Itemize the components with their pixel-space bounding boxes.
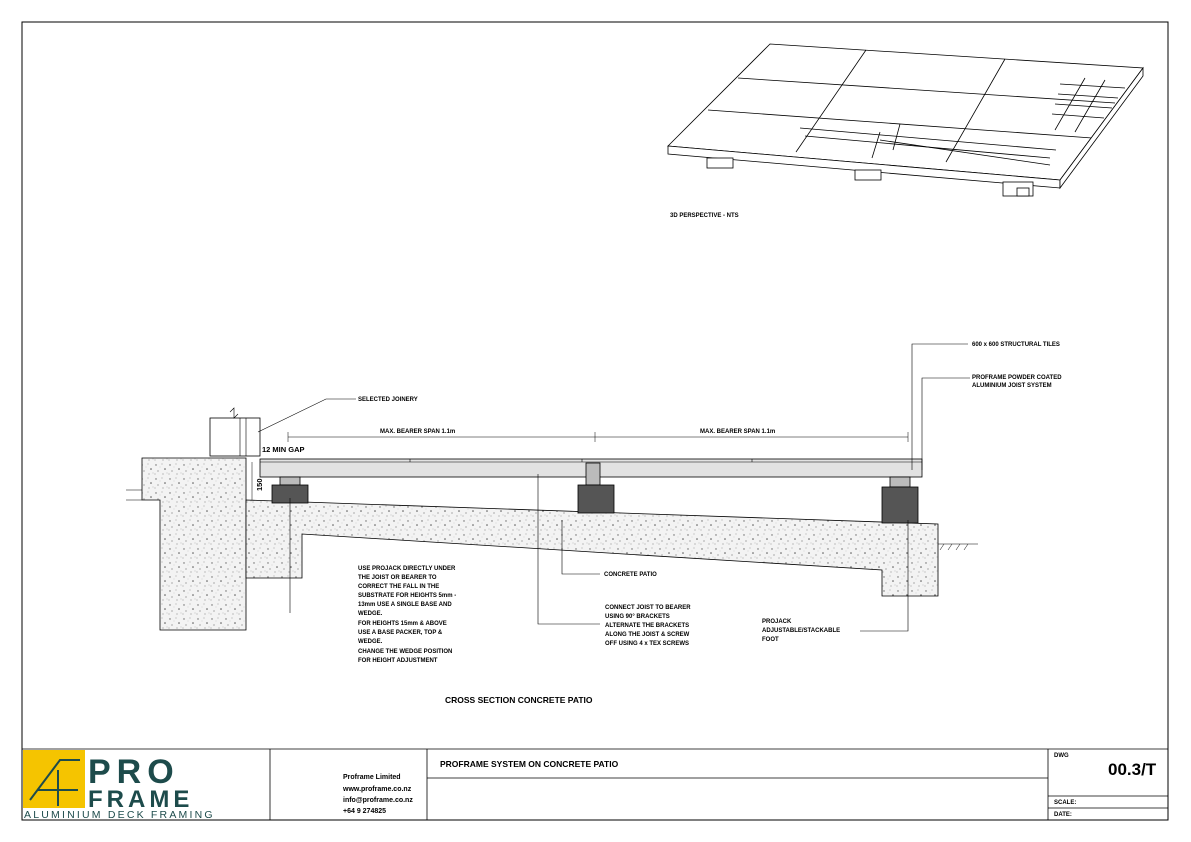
svg-text:13mm USE A SINGLE BASE AND: 13mm USE A SINGLE BASE AND (358, 602, 452, 608)
svg-text:ADJUSTABLE/STACKABLE: ADJUSTABLE/STACKABLE (762, 628, 840, 634)
svg-text:SUBSTRATE FOR HEIGHTS 5mm -: SUBSTRATE FOR HEIGHTS 5mm - (358, 593, 456, 599)
concrete-patio-label: CONCRETE PATIO (604, 572, 657, 578)
perspective-caption: 3D PERSPECTIVE - NTS (670, 213, 739, 219)
span-1-dimension: MAX. BEARER SPAN 1.1m (380, 429, 455, 435)
company-name: Proframe Limited (343, 774, 401, 781)
svg-text:OFF USING 4 x TEX SCREWS: OFF USING 4 x TEX SCREWS (605, 641, 689, 647)
logo-yellow-block (23, 750, 85, 808)
svg-text:USING 90° BRACKETS: USING 90° BRACKETS (605, 614, 670, 620)
height-dimension: 150 (255, 478, 264, 491)
date-label: DATE: (1054, 812, 1072, 818)
dwg-number: 00.3/T (1108, 760, 1157, 779)
scale-label: SCALE: (1054, 800, 1076, 806)
projack-middle (577, 462, 615, 514)
drawing-title: PROFRAME SYSTEM ON CONCRETE PATIO (440, 759, 619, 769)
cross-section: MAX. BEARER SPAN 1.1m MAX. BEARER SPAN 1… (126, 342, 1062, 664)
svg-text:FOR HEIGHT ADJUSTMENT: FOR HEIGHT ADJUSTMENT (358, 658, 438, 664)
existing-wall (141, 457, 247, 631)
logo-word-pro: PRO (88, 753, 180, 791)
gap-dimension: 12 MIN GAP (262, 445, 305, 454)
title-block (22, 748, 1168, 820)
section-caption: CROSS SECTION CONCRETE PATIO (445, 695, 593, 705)
joist-system-label-1: PROFRAME POWDER COATED (972, 375, 1062, 381)
svg-text:FOR HEIGHTS 15mm & ABOVE: FOR HEIGHTS 15mm & ABOVE (358, 621, 447, 627)
svg-text:ALONG THE JOIST & SCREW: ALONG THE JOIST & SCREW (605, 632, 690, 638)
svg-text:THE JOIST OR BEARER TO: THE JOIST OR BEARER TO (358, 575, 437, 581)
joist-system-label-2: ALUMINIUM JOIST SYSTEM (972, 383, 1052, 389)
projack-note: USE PROJACK DIRECTLY UNDER THE JOIST OR … (358, 566, 456, 664)
svg-text:WEDGE.: WEDGE. (358, 611, 383, 617)
proframe-logo: PRO FRAME ALUMINIUM DECK FRAMING (23, 750, 215, 821)
concrete-patio-slab (245, 499, 939, 597)
svg-text:USE A BASE PACKER, TOP &: USE A BASE PACKER, TOP & (358, 630, 443, 636)
sheet-border (21, 21, 1169, 821)
svg-text:CONNECT JOIST TO BEARER: CONNECT JOIST TO BEARER (605, 605, 691, 611)
svg-text:ALTERNATE THE BRACKETS: ALTERNATE THE BRACKETS (605, 623, 689, 629)
selected-joinery-label: SELECTED JOINERY (358, 397, 418, 403)
company-website[interactable]: www.proframe.co.nz (342, 786, 412, 793)
svg-text:FOOT: FOOT (762, 637, 779, 643)
logo-tagline: ALUMINIUM DECK FRAMING (24, 809, 215, 821)
projack-foot-label: PROJACK ADJUSTABLE/STACKABLE FOOT (762, 619, 840, 643)
perspective-view (667, 43, 1144, 197)
projack-right (881, 476, 919, 524)
svg-text:CORRECT THE FALL IN THE: CORRECT THE FALL IN THE (358, 584, 439, 590)
logo-word-frame: FRAME (88, 786, 193, 813)
joinery-frame (209, 417, 261, 457)
svg-text:WEDGE.: WEDGE. (358, 639, 383, 645)
company-phone: +64 9 274825 (343, 808, 386, 815)
svg-text:PROJACK: PROJACK (762, 619, 792, 625)
tiles-label: 600 x 600 STRUCTURAL TILES (972, 342, 1060, 348)
svg-text:USE PROJACK DIRECTLY UNDER: USE PROJACK DIRECTLY UNDER (358, 566, 456, 572)
leader-lines (257, 343, 970, 632)
connect-note: CONNECT JOIST TO BEARER USING 90° BRACKE… (605, 605, 691, 647)
company-email[interactable]: info@proframe.co.nz (343, 797, 413, 804)
svg-text:CHANGE THE WEDGE POSITION: CHANGE THE WEDGE POSITION (358, 649, 452, 655)
span-2-dimension: MAX. BEARER SPAN 1.1m (700, 429, 775, 435)
dwg-label: DWG (1054, 753, 1069, 759)
